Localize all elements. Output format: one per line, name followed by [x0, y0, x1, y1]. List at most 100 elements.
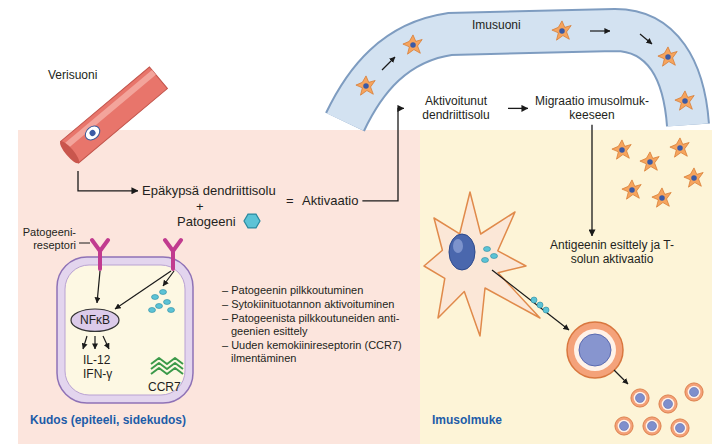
antigen [484, 247, 491, 252]
antigen-fragment [156, 304, 163, 309]
part-label: CCR7 [148, 380, 181, 394]
receptor-zigzag [151, 368, 183, 374]
node-text: Patogeeni [177, 214, 236, 230]
label-slot: Patogeeni- reseptori [14, 226, 76, 252]
antigen-fragment [164, 300, 171, 305]
daughter-cell [671, 419, 689, 437]
node-text: Aktivoitunut dendriittisolu [408, 94, 504, 123]
signal-arrow [103, 336, 109, 349]
arriving-cell [622, 180, 641, 199]
node-text: Imusolmuke [432, 413, 712, 427]
node-text: Kudos (epiteeli, sidekudos) [30, 413, 420, 427]
lymph-node-ground [420, 130, 712, 444]
daughter-cell [659, 395, 677, 413]
node-text: Epäkypsä dendriittisolu [142, 183, 276, 199]
process-label: Patogeeni [175, 214, 238, 230]
vessel-name: Imusuoni [470, 18, 523, 32]
label-slot: + [196, 199, 204, 215]
node-text: Imusuoni [472, 18, 521, 32]
migrating-cell [403, 35, 422, 54]
signal-arrow [97, 271, 100, 303]
operator-sign: = [286, 193, 294, 209]
lymph-vessel-lumen [345, 30, 688, 125]
signal-arrow [94, 336, 95, 349]
t-cell [567, 322, 623, 378]
signal-arrow [83, 336, 87, 349]
list-item: – Uuden kemokiinireseptorin (CCR7) ilmen… [222, 339, 414, 365]
label-slot: = [286, 193, 294, 209]
blood-cell [83, 123, 103, 142]
antigen-fragment [152, 295, 159, 300]
daughter-cell [643, 417, 661, 435]
antigen [543, 307, 549, 313]
process-label: Epäkypsä dendriittisolu [140, 183, 278, 199]
receptor-zigzag [151, 363, 183, 369]
leader-line [79, 243, 90, 244]
antigen [482, 258, 489, 263]
process-label: Aktivoitunut dendriittisolu [406, 94, 506, 123]
flow-connector [508, 108, 528, 109]
migrating-cell [658, 47, 677, 66]
list-item: – Sytokiinituotannon aktivoituminen [222, 298, 414, 311]
t-cell-plasma [574, 329, 616, 371]
flow-arrow [382, 57, 395, 70]
migrating-cell [356, 76, 375, 95]
daughter-cell [615, 417, 633, 435]
t-cell-nucleus [579, 334, 611, 366]
bullet-list: – Patogeenin pilkkoutuminen– Sytokiinitu… [222, 284, 414, 366]
signal-arrow [115, 271, 171, 309]
operator-sign: + [196, 199, 204, 215]
node-text: Verisuoni [48, 68, 170, 82]
lymph-node-region: Imusolmuke Antigeenin esittely ja T-solun… [420, 130, 712, 444]
cell-nucleus [449, 234, 475, 270]
antigen-fragment [149, 308, 156, 313]
label-slot: CCR7 [148, 380, 181, 394]
cell-nucleus [88, 129, 96, 137]
flow-arrow [640, 34, 652, 44]
presentation-arrow [492, 270, 569, 330]
receptor-symbol [92, 240, 108, 269]
nucleus-highlight [453, 239, 463, 253]
part-label: Patogeeni- reseptori [14, 226, 76, 252]
daughter-cell [631, 389, 649, 407]
vessel-box: Verisuoni [42, 62, 170, 170]
list-item: – Patogeenista pilkkoutuneiden anti- gee… [222, 312, 414, 338]
antigen [531, 297, 537, 303]
process-label: Migraatio imusolmuk- keeseen [530, 94, 654, 123]
node-text: Migraatio imusolmuk- keeseen [532, 94, 652, 123]
arriving-cell [670, 138, 689, 157]
arriving-cell [652, 188, 671, 207]
cell-membrane [57, 257, 193, 403]
arriving-cell [612, 140, 631, 159]
antigen-fragment [160, 290, 167, 295]
signal-arrow [163, 271, 174, 286]
arriving-cell [640, 152, 659, 171]
node-text: NFκB [80, 313, 110, 327]
node-text: Antigeenin esittely ja T-solun aktivaati… [542, 238, 682, 267]
migrating-cell [552, 21, 571, 40]
process-label: Aktivaatio [300, 193, 360, 209]
oval-shape [71, 309, 119, 331]
flow-arrow [590, 30, 610, 31]
arriving-cell [684, 168, 703, 187]
lymph-vessel-wall [345, 30, 688, 125]
list-item: – Patogeenin pilkkoutuminen [222, 284, 414, 297]
process-label: Antigeenin esittely ja T-solun aktivaati… [540, 238, 684, 267]
flow-connector [591, 125, 592, 236]
node-text: Aktivaatio [302, 193, 358, 209]
flow-connector [362, 108, 404, 200]
antigen [491, 254, 498, 259]
receptor-zigzag [151, 358, 183, 364]
pathogen-icon [244, 214, 260, 228]
receptor-symbol [165, 240, 181, 269]
flow-connector [78, 171, 138, 191]
node-text: IL-12 [83, 353, 195, 367]
proliferation-arrow [614, 370, 628, 384]
vessel-opening [58, 139, 82, 166]
antigen-fragment [168, 308, 175, 313]
tissue-ground [18, 130, 420, 444]
nfkb-oval: NFκB [70, 308, 120, 332]
